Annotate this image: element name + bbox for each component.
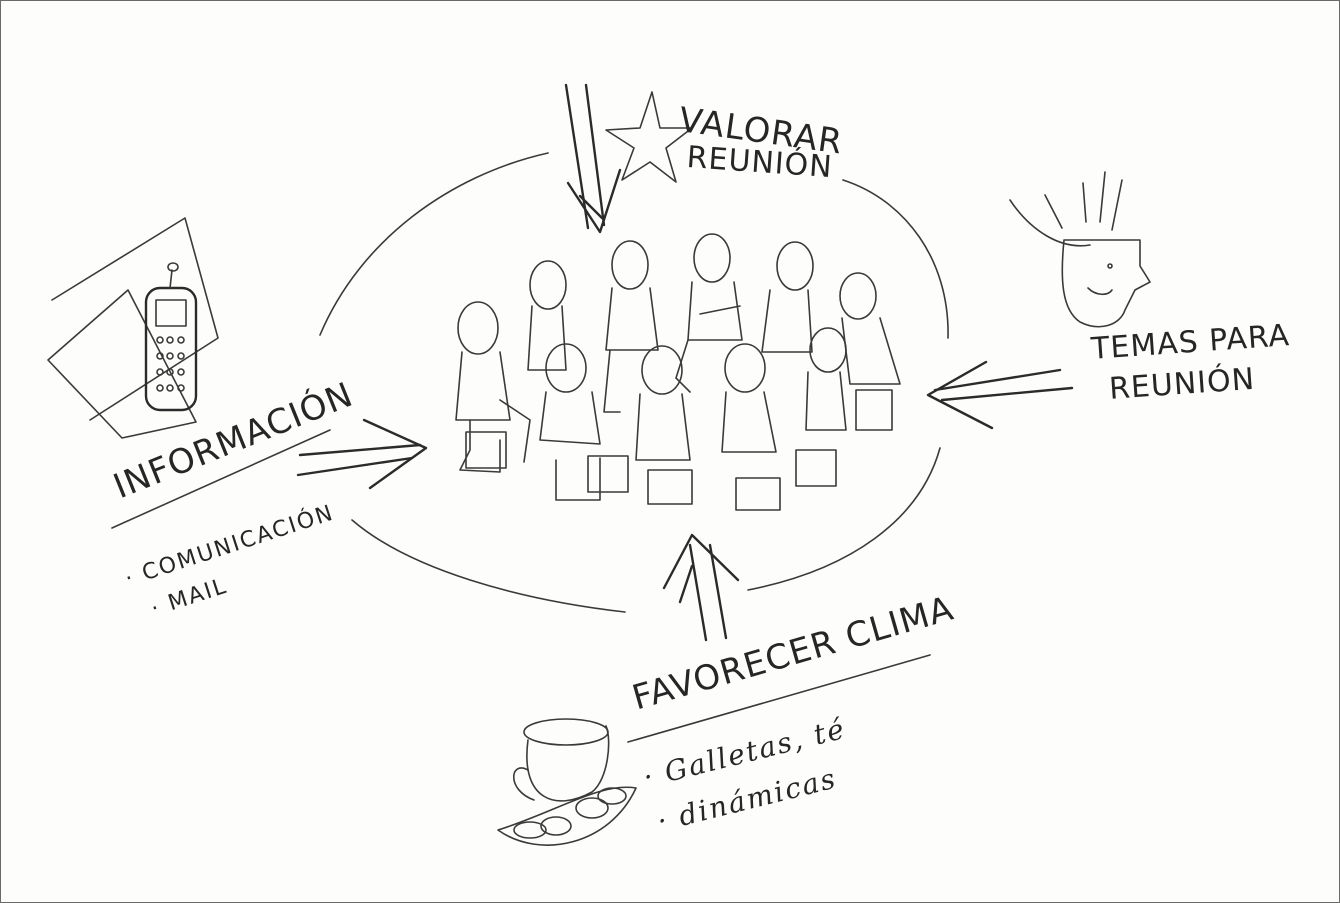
- right-arrow: [926, 360, 1074, 430]
- left-arrow: [296, 418, 428, 490]
- top-arrow: [564, 83, 622, 234]
- group-meeting-icon: [455, 233, 901, 511]
- star-icon: [605, 91, 693, 183]
- favorecer-underline: [627, 654, 931, 743]
- meeting-ellipse: [319, 152, 949, 613]
- lightbulb-head-icon: [1009, 171, 1151, 328]
- tea-cup-icon: [497, 718, 637, 846]
- bottom-arrow: [662, 533, 740, 642]
- mobile-phone-icon: [47, 217, 219, 439]
- informacion-underline: [111, 429, 331, 529]
